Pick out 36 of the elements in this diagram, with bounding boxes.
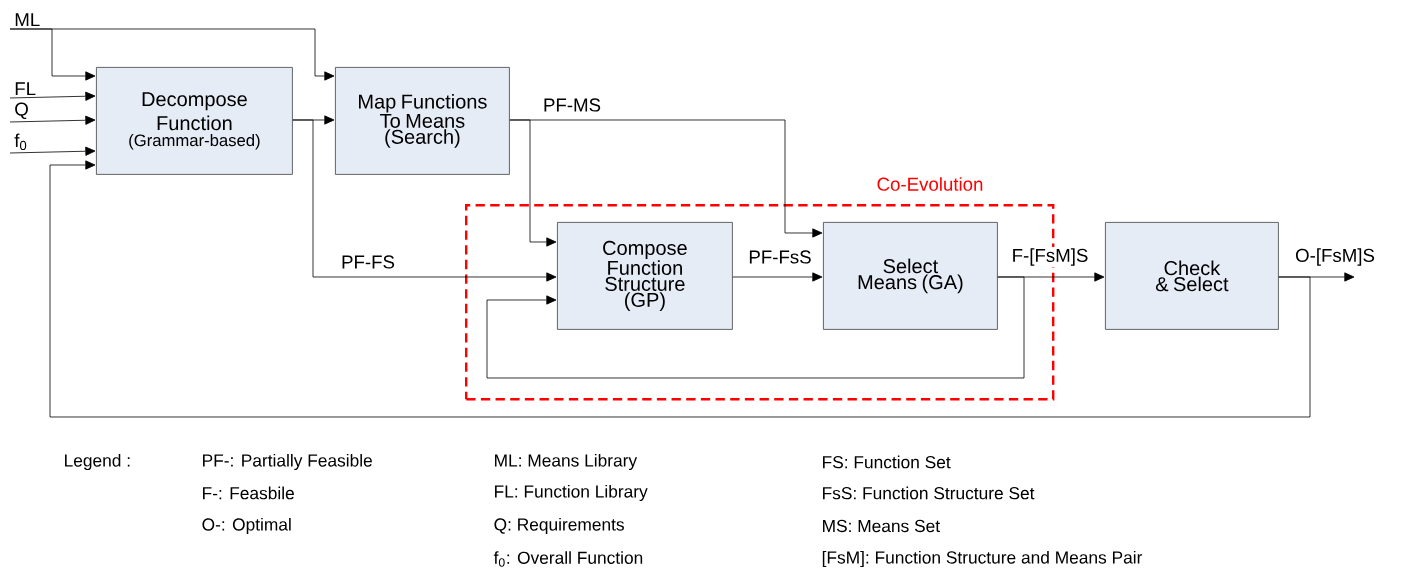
legend-entry: MS: Means Set	[823, 519, 940, 533]
edge-label: PF-FS	[339, 254, 397, 270]
process-box: Compose Function Structure (GP)	[557, 222, 733, 330]
group-title: Co-Evolution	[877, 177, 983, 191]
legend-entry: PF-: Partially Feasible	[203, 453, 372, 471]
arrow	[509, 119, 823, 238]
process-box: Decompose Function (Grammar-based)	[96, 67, 293, 175]
arrow	[292, 119, 557, 282]
arrow	[9, 115, 96, 125]
legend-entry: FsS: Function Structure Set	[823, 486, 1035, 500]
legend-entry: Q: Requirements	[494, 517, 624, 535]
arrow	[9, 28, 335, 81]
arrow	[9, 91, 96, 101]
edge-label: PF-MS	[541, 97, 603, 113]
arrow	[49, 160, 1311, 418]
arrow	[486, 276, 1025, 379]
legend-entry: [FsM]: Function Structure and Means Pair	[822, 550, 1143, 568]
process-box: Map Functions To Means (Search)	[335, 67, 510, 175]
process-box: Check & Select	[1105, 222, 1279, 330]
edge-label: O-[FsM]S	[1293, 246, 1377, 267]
legend-entry: F-: Feasbile	[203, 486, 294, 500]
arrow	[9, 146, 96, 156]
arrow	[732, 272, 823, 282]
legend-entry: FL: Function Library	[495, 484, 648, 502]
process-box: Select Means (GA)	[823, 222, 998, 330]
legend-entry: ML: Means Library	[495, 453, 638, 471]
input-label: FL	[15, 82, 36, 96]
legend-title: Legend :	[65, 453, 130, 471]
input-label: ML	[15, 13, 40, 27]
input-label: f$_{0}$	[14, 133, 27, 151]
legend-entry: O-: Optimal	[202, 517, 291, 535]
legend-entry: FS: Function Set	[823, 455, 951, 469]
legend-entry: f$_{0}$: Overall Function	[493, 551, 643, 567]
input-label: Q	[15, 102, 28, 120]
edge-label: PF-FsS	[747, 249, 813, 265]
edge-label: F-[FsM]S	[1010, 246, 1090, 267]
